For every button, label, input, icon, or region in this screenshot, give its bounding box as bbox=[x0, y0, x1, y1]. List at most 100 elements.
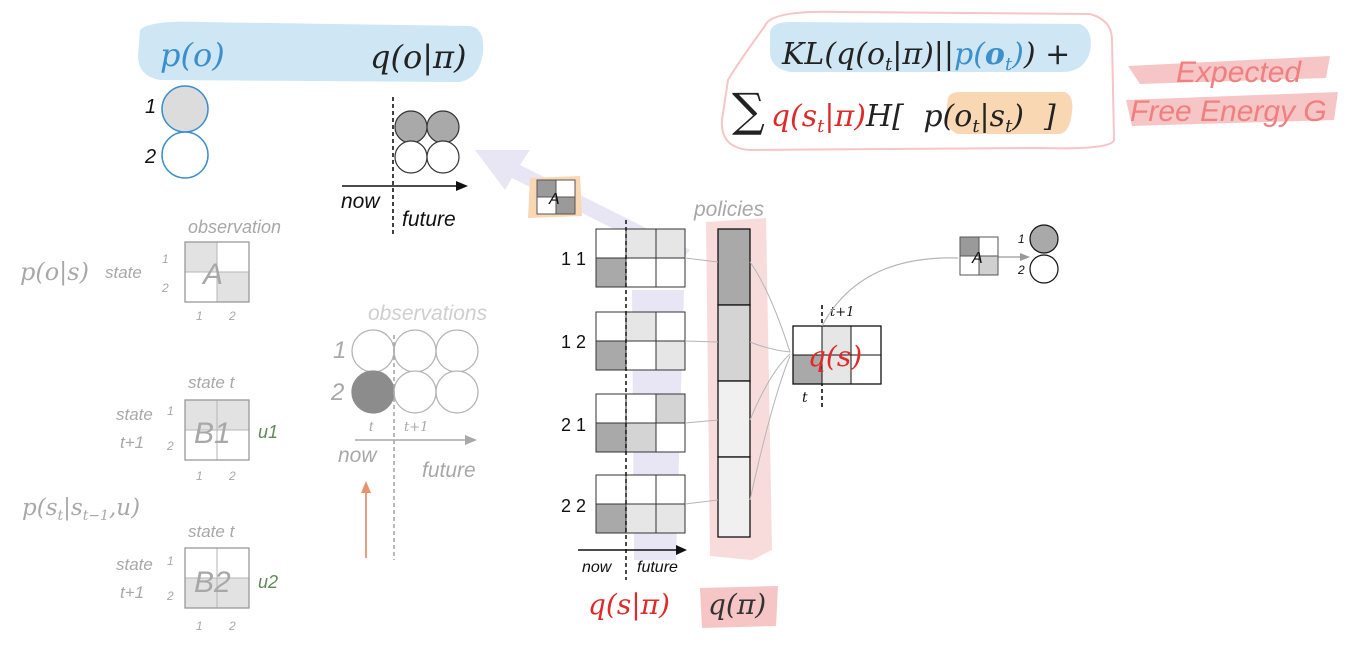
prior-label: p(o) bbox=[160, 36, 225, 74]
B1-row2: t+1 bbox=[120, 433, 144, 452]
B1-border bbox=[184, 399, 250, 461]
B1-col-1: 1 bbox=[196, 469, 203, 483]
obs-circle-1-1 bbox=[351, 329, 395, 373]
qpi-cell-4 bbox=[717, 456, 751, 538]
rightA-label: A bbox=[971, 250, 983, 267]
policy-connectors bbox=[684, 257, 719, 505]
obs-circle-2-2 bbox=[393, 370, 437, 414]
predicted-arrow-head bbox=[456, 181, 468, 191]
B1-rownum-2: 2 bbox=[166, 439, 174, 453]
obs-circle-1-3 bbox=[435, 329, 479, 373]
B1-header: state t bbox=[188, 373, 236, 392]
observations-row-2: 2 bbox=[330, 379, 344, 406]
obs-circle-2-3 bbox=[435, 370, 479, 414]
qs-label: q(s) bbox=[808, 340, 862, 373]
qpi-to-qs-lines bbox=[749, 261, 791, 501]
policy-label-21: 2 1 bbox=[561, 415, 586, 435]
obs-future: future bbox=[422, 459, 476, 482]
prior-circle-1 bbox=[161, 85, 209, 133]
qs-t: t bbox=[802, 390, 808, 406]
B2-label: B2 bbox=[194, 566, 231, 599]
qpi-cell-1 bbox=[717, 228, 751, 306]
A-col-2: 2 bbox=[228, 309, 236, 323]
qs-to-A-arrow bbox=[821, 257, 959, 327]
A-matrix-border bbox=[184, 241, 250, 303]
observations-row-1: 1 bbox=[333, 337, 346, 364]
q-pi-label: q(π) bbox=[708, 588, 766, 621]
B2-row1: state bbox=[116, 555, 153, 574]
right-out-circle-2 bbox=[1029, 254, 1059, 284]
blue-highlight-kl bbox=[770, 22, 1091, 72]
qs-cell-22 bbox=[821, 354, 852, 385]
obs-circle-2-1 bbox=[351, 370, 395, 414]
predicted-title: q(o|π) bbox=[370, 38, 467, 76]
qs-cell-11 bbox=[792, 325, 823, 356]
q-s-pi-label: q(s|π) bbox=[588, 588, 670, 621]
B2-rownum-1: 1 bbox=[167, 554, 174, 568]
obs-circle-1-2 bbox=[393, 329, 437, 373]
orange-highlight-likelihood bbox=[946, 92, 1073, 134]
right-out-row-2: 2 bbox=[1017, 263, 1025, 277]
policies-title: policies bbox=[693, 198, 765, 221]
efe-title-line1: Expected bbox=[1176, 56, 1302, 89]
obs-orange-arrow-head bbox=[361, 481, 371, 493]
A-matrix-label: A bbox=[201, 258, 223, 291]
predicted-circle-1a bbox=[394, 110, 428, 144]
policies-future: future bbox=[637, 559, 678, 576]
qs-border bbox=[792, 325, 882, 385]
smallA-cell-22 bbox=[555, 196, 576, 215]
B1-cell-12 bbox=[216, 399, 250, 431]
policy-label-22: 2 2 bbox=[561, 496, 586, 516]
A-cell-22 bbox=[216, 271, 250, 303]
policy-grid-11 bbox=[595, 228, 686, 288]
blue-highlight-top bbox=[138, 21, 484, 82]
policy-label-11: 1 1 bbox=[561, 249, 586, 269]
policies-arrow-head bbox=[676, 545, 687, 555]
qs-cell-12 bbox=[821, 325, 852, 356]
qpi-cell-3 bbox=[717, 380, 751, 458]
B2-col-1: 1 bbox=[196, 619, 203, 633]
B2-cell-21 bbox=[184, 577, 218, 609]
policy-grid-21 bbox=[595, 393, 686, 453]
B1-u: u1 bbox=[258, 422, 278, 442]
efe-line2: ∑q(st|π)H[ p(ot|st)] bbox=[732, 83, 1056, 137]
B2-row2: t+1 bbox=[120, 583, 144, 602]
predicted-circle-2b bbox=[426, 140, 460, 174]
predicted-now: now bbox=[341, 190, 381, 213]
B2-header: state t bbox=[188, 522, 236, 541]
right-out-row-1: 1 bbox=[1018, 232, 1025, 246]
B1-row1: state bbox=[116, 405, 153, 424]
B2-u: u2 bbox=[258, 572, 278, 592]
efe-line1: KL(q(ot|π)||p(ot)) + bbox=[781, 37, 1070, 75]
qs-to-A-arrow-head bbox=[1020, 253, 1030, 261]
B2-cell-12 bbox=[216, 547, 250, 579]
A-col-1: 1 bbox=[196, 309, 203, 323]
prior-row-2: 2 bbox=[144, 146, 156, 168]
right-out-circle-1 bbox=[1029, 224, 1059, 254]
policy-state-grids bbox=[595, 228, 686, 534]
qpi-cell-2 bbox=[717, 304, 751, 382]
efe-title-line2: Free Energy G bbox=[1130, 95, 1327, 128]
observations-title: observations bbox=[368, 302, 488, 325]
transition-label: p(st|st−1,u) bbox=[22, 495, 140, 524]
policies-now: now bbox=[582, 559, 613, 576]
predicted-future: future bbox=[402, 208, 456, 231]
observation-header: observation bbox=[188, 217, 281, 237]
pink-highlight-efe-title bbox=[1126, 56, 1338, 126]
B1-cell-22 bbox=[216, 429, 250, 461]
policy-label-12: 1 2 bbox=[561, 332, 586, 352]
B1-rownum-1: 1 bbox=[167, 404, 174, 418]
smallA-label: A bbox=[548, 191, 560, 208]
obs-t1: t+1 bbox=[404, 420, 428, 435]
obs-arrow-head bbox=[465, 435, 477, 445]
likelihood-row-1: 1 bbox=[162, 252, 169, 266]
predicted-circle-1b bbox=[426, 110, 460, 144]
B2-col-2: 2 bbox=[228, 619, 236, 633]
B1-label: B1 bbox=[194, 417, 231, 450]
prior-row-1: 1 bbox=[145, 96, 156, 118]
pink-highlight-qpi bbox=[700, 586, 778, 628]
likelihood-label: p(o|s) bbox=[20, 258, 89, 287]
likelihood-state: state bbox=[105, 263, 142, 282]
pink-outline-efe bbox=[720, 10, 1116, 152]
